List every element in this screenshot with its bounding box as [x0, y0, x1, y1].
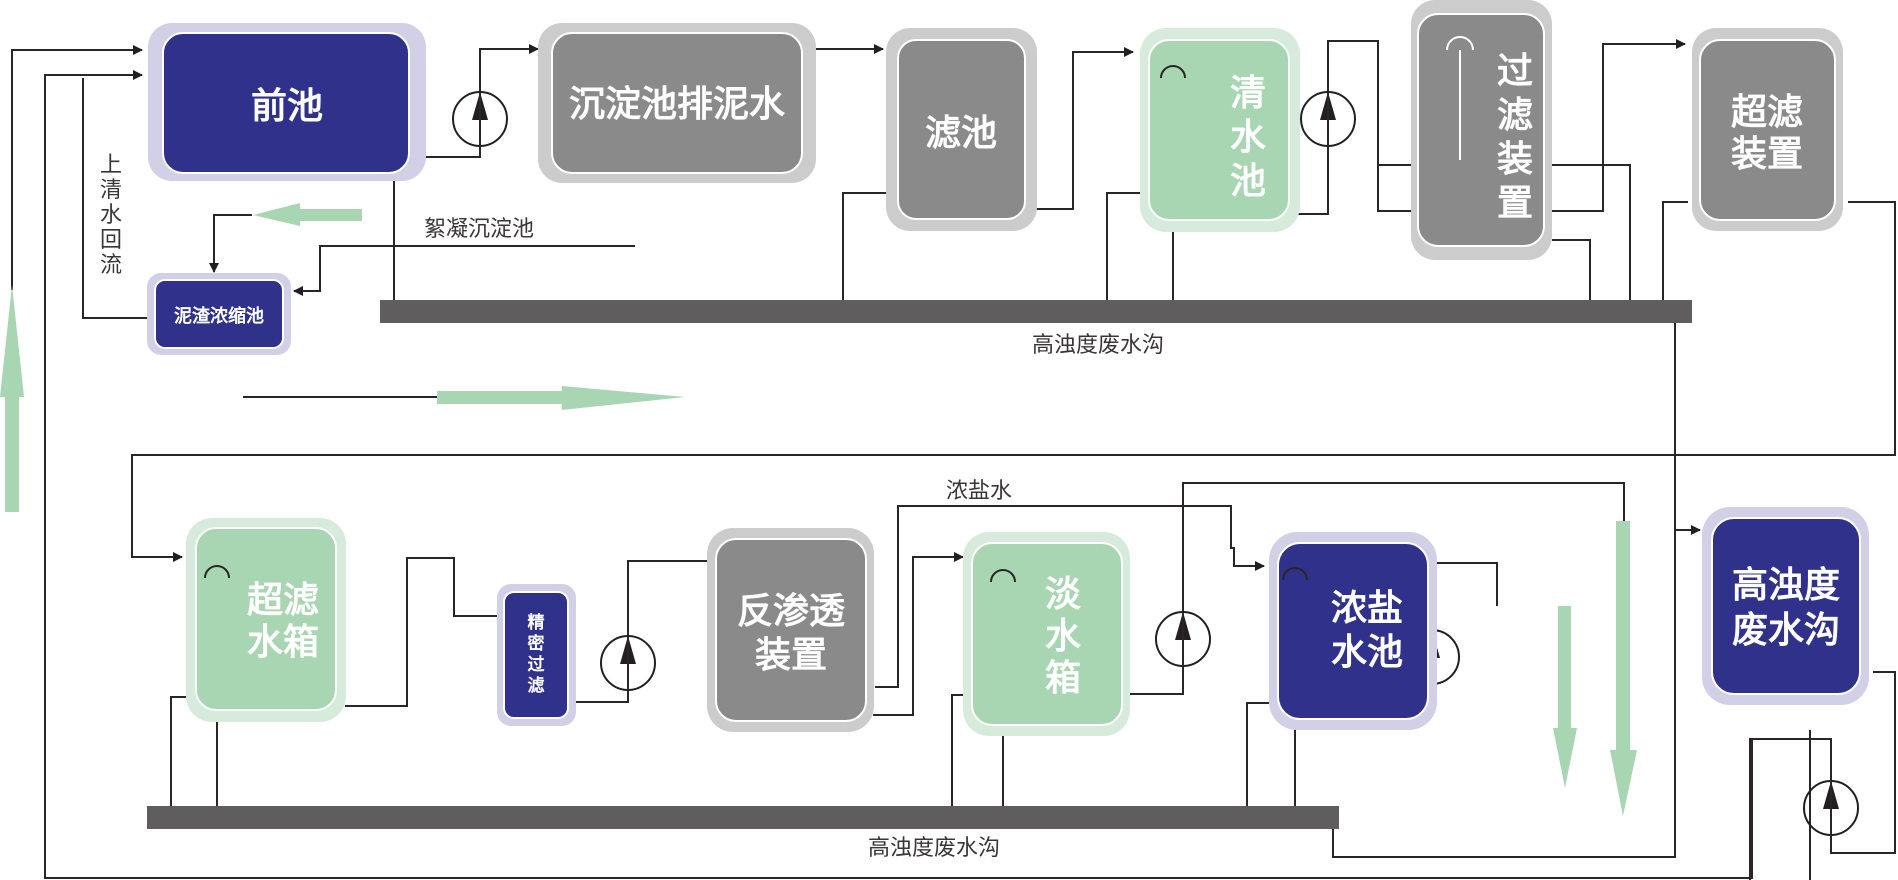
- pipe-uf-to-lower: [131, 201, 1896, 562]
- ditch-box-label-2: 废水沟: [1732, 610, 1840, 651]
- green-arrow-left: [253, 203, 362, 226]
- sediment-discharge-label: 沉淀池排泥水: [569, 84, 786, 125]
- filtration-device-label: 过滤装置: [1497, 51, 1533, 224]
- top-channel-label: 高浊度废水沟: [1032, 333, 1164, 358]
- precision-filter-label: 精密过滤: [528, 612, 545, 696]
- node-clear-water-pool[interactable]: 清水池: [1140, 28, 1300, 232]
- node-precision-filter[interactable]: 精密过滤: [497, 584, 576, 726]
- green-arrow-up: [0, 285, 24, 512]
- pump-icon: [1155, 611, 1211, 667]
- green-arrow-right: [437, 386, 685, 410]
- pump-icon: [452, 91, 508, 157]
- pipe-uftank-to-precision: [345, 557, 497, 707]
- ro-device-label-1: 反渗透: [737, 591, 846, 632]
- pipe-ro-to-fresh: [873, 552, 964, 716]
- brine-water-label: 浓盐水: [946, 479, 1012, 504]
- ro-device-label-2: 装置: [755, 635, 827, 676]
- forebay-label: 前池: [251, 86, 323, 127]
- pipe-channel-drop: [1332, 322, 1676, 858]
- node-fresh-water-tank[interactable]: 淡水箱: [963, 532, 1130, 736]
- level-probe-icon: [204, 565, 230, 579]
- pipe-supernatant-return: [82, 78, 150, 319]
- node-forebay[interactable]: 前池: [148, 23, 426, 181]
- pipe-ro-brine: [875, 505, 1265, 688]
- node-filtration-device[interactable]: 过滤装置: [1411, 0, 1552, 260]
- pipe-precision-to-ro: [573, 560, 710, 703]
- pipe-filtration-out: [1552, 39, 1686, 212]
- pipe-bottom-return-loop: [1809, 730, 1811, 880]
- pipe-uf-drain: [1662, 201, 1688, 300]
- level-probe-icon: [990, 569, 1016, 583]
- fresh-water-tank-label: 淡水箱: [1045, 574, 1082, 699]
- node-brine-pool[interactable]: 浓盐 水池: [1269, 532, 1437, 730]
- brine-pool-label-2: 水池: [1331, 632, 1403, 673]
- flocculation-tank-label: 絮凝沉淀池: [424, 217, 534, 242]
- pipe-fresh-to-pump: [1130, 482, 1625, 695]
- pipe-ditch-out: [1749, 671, 1896, 880]
- pipe-uftank-drain: [170, 696, 193, 808]
- pipe-filter-drain: [842, 192, 893, 300]
- node-sediment-discharge[interactable]: 沉淀池排泥水: [538, 23, 816, 183]
- bottom-channel-label: 高浊度废水沟: [868, 836, 1000, 861]
- uf-device-label-1: 超滤: [1731, 92, 1803, 133]
- green-arrow-down-long: [1610, 521, 1637, 816]
- green-arrow-down-short: [1553, 606, 1577, 788]
- pipe-to-thickener-top: [209, 214, 252, 273]
- green-flow-arrows: [0, 203, 1637, 816]
- pump-icon: [1300, 91, 1356, 147]
- top-waste-channel: [380, 300, 1692, 323]
- pump-icon: [1803, 780, 1859, 836]
- supernatant-return-label: 上清水回流: [100, 153, 122, 278]
- uf-device-label-2: 装置: [1731, 134, 1803, 175]
- node-uf-device[interactable]: 超滤 装置: [1692, 28, 1843, 231]
- node-sludge-thickener[interactable]: 泥渣浓缩池: [147, 273, 291, 355]
- pipe-clear-drain: [1106, 192, 1140, 300]
- level-probe-icon: [1446, 36, 1474, 51]
- clear-water-pool-label: 清水池: [1230, 73, 1267, 202]
- node-filter-pool[interactable]: 滤池: [886, 28, 1037, 231]
- pipe-filter-to-clear: [1035, 47, 1134, 210]
- uf-tank-label-2: 水箱: [247, 622, 319, 663]
- pumps: [452, 91, 1859, 836]
- pump-icon: [600, 635, 656, 691]
- pipe-left-outer: [11, 45, 143, 290]
- brine-pool-label-1: 浓盐: [1331, 588, 1403, 629]
- node-high-turbidity-ditch[interactable]: 高浊度 废水沟: [1702, 507, 1869, 705]
- node-uf-tank[interactable]: 超滤 水箱: [186, 518, 346, 722]
- level-probe-icon: [1282, 567, 1308, 581]
- pipe-filtration-drain-1: [1552, 164, 1631, 300]
- pipe-return-to-forebay: [44, 70, 1753, 879]
- bottom-waste-channel: [147, 806, 1339, 829]
- level-probe-icon: [1160, 65, 1186, 79]
- pipe-brine-drain: [1246, 702, 1269, 808]
- pipe-filtration-drain-2: [1552, 239, 1591, 300]
- sludge-thickener-label: 泥渣浓缩池: [174, 305, 264, 327]
- pipe-clear-to-filtration: [1285, 40, 1412, 215]
- filter-pool-label: 滤池: [925, 113, 997, 154]
- pipe-flocculation-to-thickener: [293, 245, 635, 296]
- ditch-box-label-1: 高浊度: [1732, 565, 1840, 606]
- uf-tank-label-1: 超滤: [247, 580, 319, 621]
- node-ro-device[interactable]: 反渗透 装置: [707, 528, 874, 732]
